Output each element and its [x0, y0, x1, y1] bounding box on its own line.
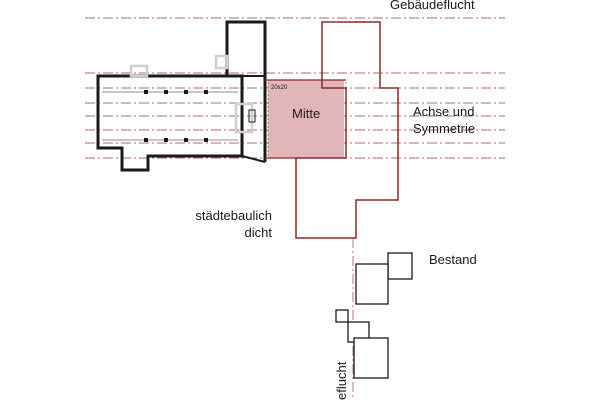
new-building-outline	[295, 21, 399, 239]
label-bestand: Bestand	[429, 252, 477, 267]
label-mitte: Mitte	[292, 106, 320, 121]
church-door	[248, 109, 256, 123]
alignment-lines	[85, 17, 505, 159]
church-main-walls	[96, 74, 244, 172]
bestand-building	[353, 337, 389, 379]
column	[204, 90, 208, 94]
church-tower	[225, 20, 267, 162]
church-columns	[144, 90, 208, 142]
label-staedtebaulich: städtebaulich	[195, 208, 272, 223]
column	[184, 138, 188, 142]
label-symmetrie: Symmetrie	[413, 121, 475, 136]
column	[144, 90, 148, 94]
column	[144, 138, 148, 142]
bestand-building	[355, 263, 389, 305]
label-flucht-vertical: eflucht	[334, 361, 349, 400]
column	[204, 138, 208, 142]
church-door-frame	[234, 102, 254, 134]
column	[184, 90, 188, 94]
church-annex	[214, 54, 229, 70]
label-gebaeudeflucht: Gebäudeflucht	[390, 0, 475, 12]
bestand-building	[387, 252, 413, 280]
label-raster: 20x20	[271, 85, 288, 91]
bestand-building	[335, 309, 349, 323]
existing-buildings	[335, 252, 413, 379]
mitte-square	[268, 80, 344, 158]
label-achse: Achse und	[413, 104, 474, 119]
column	[164, 90, 168, 94]
column	[164, 138, 168, 142]
existing-church-building	[96, 20, 267, 172]
label-dicht: dicht	[245, 225, 273, 240]
church-east-wall	[241, 75, 266, 163]
church-porch	[129, 64, 149, 78]
